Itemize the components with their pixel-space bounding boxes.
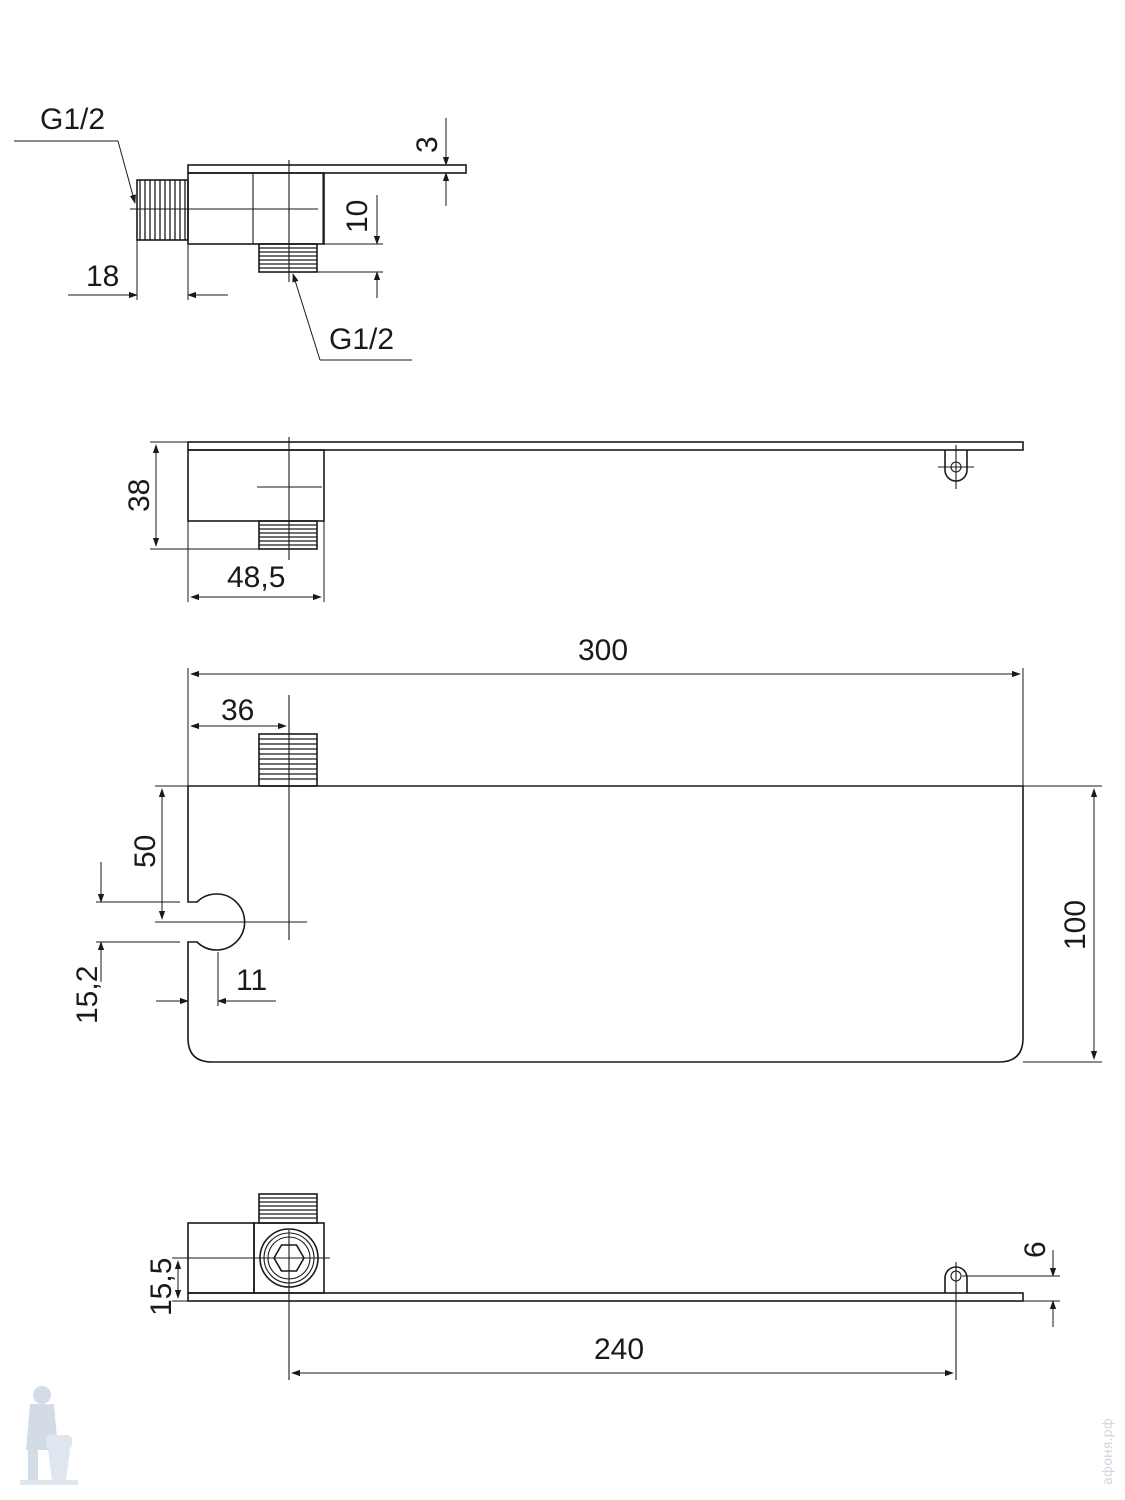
front-plate (187, 441, 1024, 451)
outlet-height-label: 10 (341, 200, 374, 233)
slot-edge-label: 11 (236, 964, 267, 997)
bottom-thread (258, 243, 318, 273)
front-thread (258, 520, 318, 550)
thread-bottom-label: G1/2 (329, 323, 394, 356)
front-mount-hole (938, 445, 974, 489)
overall-width-label: 100 (1059, 900, 1092, 950)
front-view: 38 48,5 (123, 437, 1024, 602)
top-view: 300 36 50 15,2 11 100 (71, 634, 1102, 1063)
body-height-label: 38 (123, 479, 156, 512)
axis-height-label: 15,5 (145, 1258, 178, 1316)
end-mount-hole (944, 1262, 968, 1380)
left-thread (136, 179, 189, 241)
end-thread (258, 1193, 318, 1224)
plumber-logo (20, 1386, 78, 1485)
plate-thickness-label: 3 (411, 136, 444, 153)
overall-length-label: 300 (578, 634, 628, 667)
side-view: G1/2 G1/2 3 10 18 (14, 103, 467, 361)
hole-offset-label: 6 (1019, 1241, 1052, 1258)
end-view: 15,5 6 240 (145, 1193, 1060, 1380)
end-plate (187, 1292, 1024, 1302)
outlet-offset-label: 36 (221, 694, 254, 727)
slot-width-label: 15,2 (71, 966, 104, 1024)
side-plate (187, 164, 467, 174)
shelf-outline (187, 785, 1024, 1063)
thread-length-label: 18 (86, 260, 119, 293)
watermark-text: афоня.рф (1101, 1418, 1116, 1485)
hole-spacing-label: 240 (594, 1333, 644, 1366)
slot-depth-label: 50 (129, 835, 162, 868)
top-thread (258, 733, 318, 787)
thread-top-label: G1/2 (40, 103, 105, 136)
front-body (187, 449, 325, 522)
body-width-label: 48,5 (227, 561, 285, 594)
